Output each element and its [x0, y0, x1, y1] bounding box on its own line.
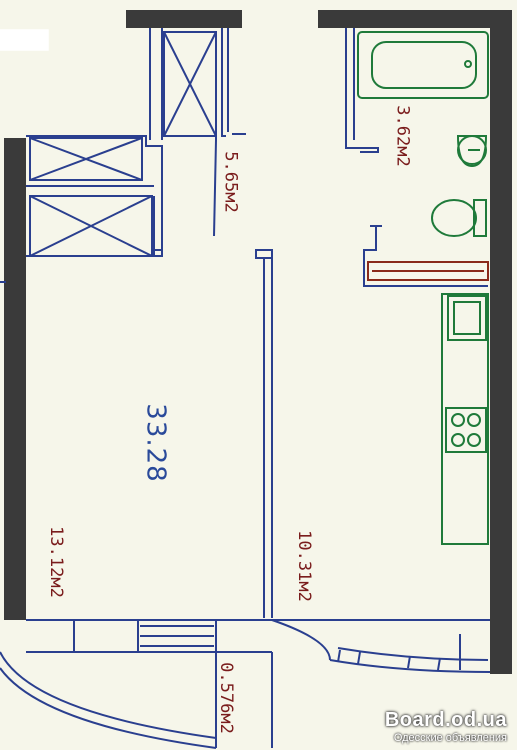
bathtub [357, 31, 489, 99]
wall-top-left [126, 10, 242, 28]
exterior-walls [4, 10, 512, 674]
kitchen-area-label: 10.31м2 [293, 530, 314, 602]
interior-lines [0, 28, 491, 749]
kitchen-counter [441, 293, 489, 545]
wall-right [490, 10, 512, 674]
watermark-subtitle: Одесские объявления [393, 732, 507, 744]
stove [445, 407, 487, 453]
bathroom-area-label: 3.62м2 [392, 105, 413, 167]
dimension-marks [0, 29, 49, 51]
storage-area-label: 5.65м2 [220, 151, 241, 213]
watermark-site[interactable]: Board.od.ua [384, 709, 507, 731]
wall-left [4, 138, 26, 620]
watermark: Board.od.ua Одесские объявления [385, 709, 507, 744]
hall-cabinet [367, 261, 489, 281]
wall-top-right [318, 10, 508, 28]
room-area-label: 13.12м2 [45, 526, 66, 598]
total-area-label: 33.28 [140, 403, 171, 483]
toilet [431, 199, 477, 237]
fixtures [357, 31, 489, 545]
balcony-area-label: 0.576м2 [215, 662, 236, 734]
counter-sink [447, 295, 487, 341]
